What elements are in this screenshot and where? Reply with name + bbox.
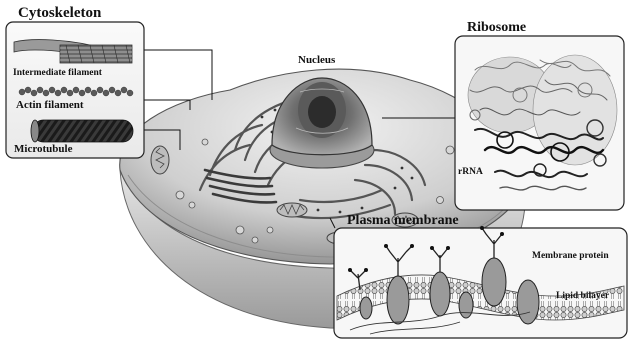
plasma-membrane-label: Plasma membrane <box>347 214 459 228</box>
ribosome-panel <box>455 36 624 210</box>
rrna-label: rRNA <box>458 168 483 178</box>
nucleus-label: Nucleus <box>298 55 335 66</box>
cytoskeleton-label: Cytoskeleton <box>18 6 101 21</box>
microtubule-graphic <box>31 120 133 142</box>
ribosome-label: Ribosome <box>467 21 526 35</box>
actin-filament-label: Actin filament <box>16 100 84 111</box>
membrane-protein-label: Membrane protein <box>532 252 609 262</box>
cytoskeleton-panel <box>6 22 144 158</box>
lipid-bilayer-label: Lipid bilayer <box>556 292 609 302</box>
microtubule-label: Microtubule <box>14 144 72 155</box>
plasma-membrane-panel <box>334 226 627 338</box>
intermediate-filament-label: Intermediate filament <box>13 69 102 79</box>
